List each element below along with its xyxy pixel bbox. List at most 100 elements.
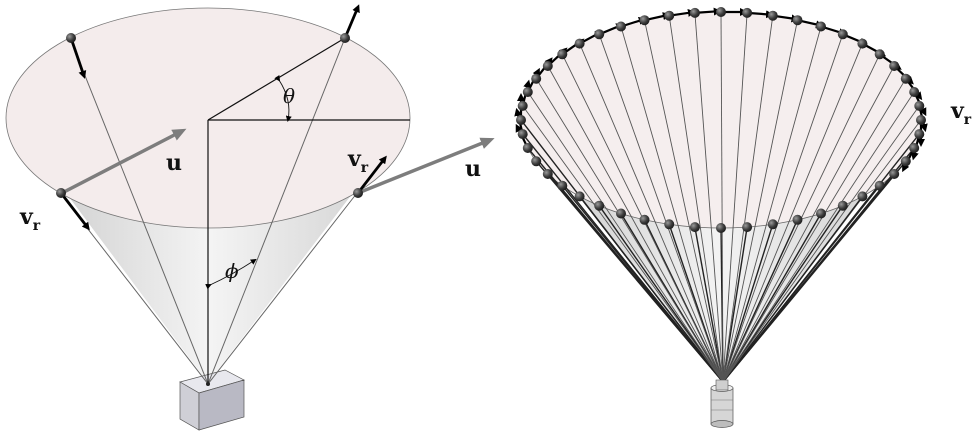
right-ball [574,191,585,202]
u-arrow-center [61,128,187,195]
right-ball [909,87,920,97]
right-ball [874,180,885,191]
right-ball [639,214,650,225]
u-arrow-right [357,137,495,195]
right-tether [668,15,724,383]
right-ball [716,223,726,233]
right-tether [722,15,774,383]
right-tether [722,185,881,383]
right-tether [598,34,724,383]
left-tether-2 [207,37,346,385]
vr-arrow-right [356,155,387,194]
right-tether [722,213,822,383]
right-ball [792,214,803,225]
right-ball [916,115,926,125]
right-ball [522,143,533,153]
right-tether [620,26,724,383]
right-tether [722,91,915,383]
base-box [179,369,245,431]
right-tether [722,224,774,383]
right-ball [542,61,553,71]
right-ball [639,15,650,26]
left-ball-4 [353,188,363,198]
left-ball-2 [340,33,350,43]
right-tether [520,119,724,383]
right-ball [900,73,911,84]
right-ball [664,10,675,21]
right-ball [742,222,753,233]
label-u-right: u [465,156,481,182]
label-vr-right-figure: vr [950,98,972,128]
right-ball [594,200,605,211]
right-ball [531,156,542,167]
left-ball-1 [66,33,76,43]
right-tether [722,219,799,383]
right-tether [579,43,724,383]
right-tether [722,65,895,383]
right-ball [889,61,900,71]
right-ball [816,208,826,219]
right-ball [900,156,911,167]
right-ball [557,49,568,60]
right-tether [547,65,724,383]
right-ball [889,169,900,179]
left-ball-3 [56,188,66,198]
theta-arc [274,75,292,122]
right-ball [557,180,568,191]
right-tether [722,78,907,383]
right-tether [522,133,724,383]
label-vr-right-figure-sub: r [964,112,972,128]
right-ball [909,143,920,153]
label-vr-right-figure-main: v [950,98,965,124]
right-tether [722,43,863,383]
phi-arc [205,258,257,290]
right-ball [837,29,848,40]
right-tether [694,12,724,383]
right-ball [767,219,778,230]
right-ball [616,21,626,32]
right-ball [664,219,675,230]
right-tether [722,12,748,383]
right-cone-figure: vr [514,7,972,428]
right-ball [742,7,753,18]
right-ball [837,200,848,211]
right-tether [722,226,748,383]
right-tether [722,105,920,383]
right-ball [517,129,528,140]
right-ball [792,15,803,26]
label-vr-right-sub: r [361,160,369,176]
right-ball [542,169,553,179]
right-tether [598,205,724,383]
right-ball [574,38,585,49]
right-ball [914,129,925,140]
right-tether [722,205,844,383]
right-ball [857,38,868,49]
right-tether [535,78,724,383]
right-ball [616,208,626,219]
label-vr-left: vr [19,204,41,234]
right-ball-group [516,7,926,233]
right-tether [722,26,822,383]
right-ball [914,100,925,111]
right-tether [722,20,798,383]
right-tether [720,11,724,383]
vr-arrow-left [59,192,90,231]
right-ball [531,73,542,84]
right-ball [767,10,778,21]
label-vr-right: vr [347,146,369,176]
right-ball [689,7,700,18]
right-tether [644,20,724,383]
right-ball [594,29,605,40]
left-tether-1 [69,37,209,385]
right-ball [517,100,528,111]
right-tether [722,195,863,383]
right-ball [857,191,868,202]
right-ball [522,87,533,97]
vr-arrow-top-left [69,37,87,79]
right-tether [694,226,724,383]
right-ball [874,49,885,60]
right-tether [522,105,724,383]
base-cylinder [710,379,734,428]
right-ball [689,222,700,233]
